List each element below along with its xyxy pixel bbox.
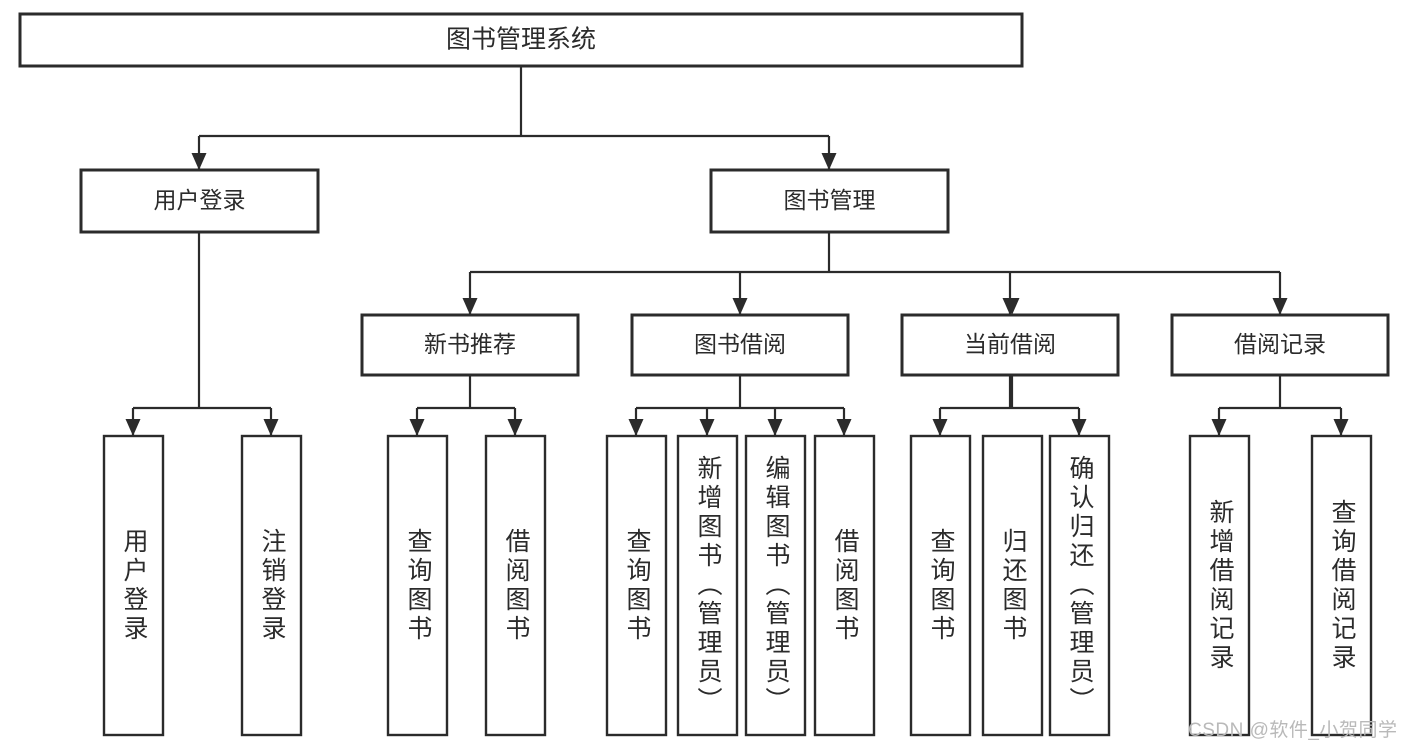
leaf-leaf-add-book-box[interactable] — [676, 434, 739, 737]
arrow-head — [1333, 419, 1349, 436]
leaf-leaf-edit-book-box[interactable] — [744, 434, 807, 737]
arrow-head — [699, 419, 715, 436]
node-current-borrow-box[interactable] — [900, 313, 1120, 377]
leaf-leaf-query-book-3-box[interactable] — [909, 434, 972, 737]
arrow-head — [767, 419, 783, 436]
node-book-borrow-label: 图书借阅 — [694, 331, 786, 357]
node-user-login-label: 用户登录 — [154, 187, 246, 213]
connector-lines — [125, 66, 1349, 436]
node-current-borrow-label: 当前借阅 — [964, 331, 1056, 357]
leaf-leaf-add-record-box[interactable] — [1188, 434, 1251, 737]
leaf-leaf-borrow-book-1-box[interactable] — [484, 434, 547, 737]
leaf-leaf-borrow-book-2-box[interactable] — [813, 434, 876, 737]
arrow-head — [1272, 298, 1288, 315]
node-user-login-box[interactable] — [79, 168, 320, 234]
root-root-label: 图书管理系统 — [446, 26, 596, 54]
node-borrow-record-label: 借阅记录 — [1234, 331, 1326, 357]
arrow-head — [409, 419, 425, 436]
node-book-borrow-box[interactable] — [630, 313, 850, 377]
node-borrow-record-box[interactable] — [1170, 313, 1390, 377]
arrow-head — [1071, 419, 1087, 436]
arrow-head — [263, 419, 279, 436]
leaf-leaf-confirm-return-box[interactable] — [1048, 434, 1111, 737]
leaf-leaf-query-book-1-box[interactable] — [386, 434, 449, 737]
node-new-book-rec-label: 新书推荐 — [424, 331, 516, 357]
leaf-leaf-return-book-box[interactable] — [981, 434, 1044, 737]
leaf-leaf-query-record-box[interactable] — [1310, 434, 1373, 737]
root-root-box[interactable] — [18, 12, 1024, 68]
arrow-head — [191, 153, 207, 170]
arrow-head — [462, 298, 478, 315]
arrow-head — [732, 298, 748, 315]
arrow-head — [821, 153, 837, 170]
arrow-head — [932, 419, 948, 436]
node-book-manage-box[interactable] — [709, 168, 950, 234]
node-book-manage-label: 图书管理 — [784, 187, 876, 213]
watermark-text: CSDN @软件_小贺同学 — [1188, 720, 1398, 741]
arrow-head — [125, 419, 141, 436]
arrow-head — [628, 419, 644, 436]
arrow-head — [1004, 298, 1020, 315]
leaf-leaf-user-logout-box[interactable] — [240, 434, 303, 737]
arrow-head — [507, 419, 523, 436]
arrow-head — [836, 419, 852, 436]
leaf-leaf-user-login-box[interactable] — [102, 434, 165, 737]
node-new-book-rec-box[interactable] — [360, 313, 580, 377]
arrow-head — [1211, 419, 1227, 436]
leaf-leaf-query-book-2-box[interactable] — [605, 434, 668, 737]
